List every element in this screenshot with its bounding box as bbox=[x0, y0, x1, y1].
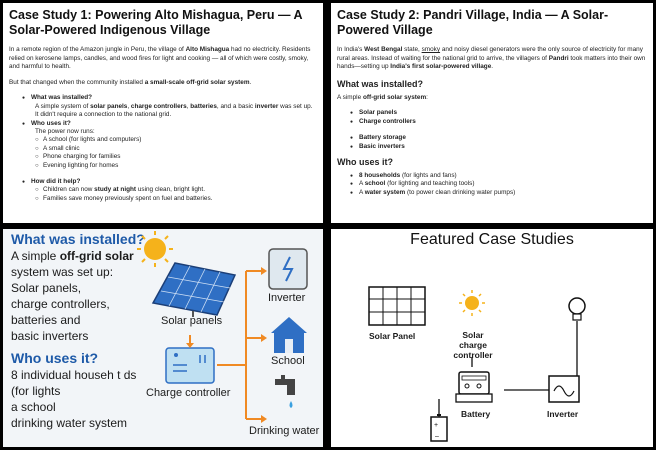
water-tap-icon bbox=[275, 375, 295, 408]
battery-label: Battery bbox=[461, 409, 491, 419]
list-item: A school (for lighting and teaching tool… bbox=[337, 180, 647, 189]
featured-title: Featured Case Studies bbox=[410, 231, 574, 248]
components-list: Solar panels Charge controllers Battery … bbox=[337, 109, 647, 151]
infographic-heading-2: Who uses it? bbox=[11, 350, 99, 366]
list-item: Basic inverters bbox=[337, 143, 647, 152]
inverter-label: Inverter bbox=[268, 292, 306, 304]
sun-icon bbox=[459, 290, 485, 316]
solar-panel-icon bbox=[368, 286, 426, 326]
list-item: What was installed? A simple system of s… bbox=[9, 94, 317, 119]
infographic-heading: What was installed? bbox=[11, 231, 145, 247]
lightbulb-icon bbox=[568, 297, 586, 321]
infographic-panel: What was installed? A simple off-grid so… bbox=[3, 229, 323, 447]
school-icon bbox=[271, 317, 307, 353]
drinking-water-label: Drinking water bbox=[249, 425, 320, 437]
list-item: Solar panels bbox=[337, 109, 647, 118]
solar-panel-label: Solar Panel bbox=[369, 331, 416, 341]
case-study-1-list: What was installed? A simple system of s… bbox=[9, 94, 317, 203]
infographic-graphics bbox=[137, 231, 308, 423]
case-study-1-panel: Case Study 1: Powering Alto Mishagua, Pe… bbox=[3, 3, 323, 223]
small-battery-icon: + – bbox=[430, 414, 448, 442]
section-heading: What was installed? bbox=[337, 78, 424, 89]
users-list: 8 households (for lights and fans) A sch… bbox=[337, 172, 647, 198]
list-item: How did it help? bbox=[9, 178, 317, 187]
list-item: A school (for lights and computers) bbox=[9, 136, 317, 145]
svg-text:+: + bbox=[434, 422, 438, 429]
list-item: 8 households (for lights and fans) bbox=[337, 172, 647, 181]
inverter-icon bbox=[268, 248, 308, 290]
case-study-1-title: Case Study 1: Powering Alto Mishagua, Pe… bbox=[9, 8, 303, 37]
school-label: School bbox=[271, 355, 305, 367]
list-item: Evening lighting for homes bbox=[9, 162, 317, 171]
list-item: Children can now study at night using cl… bbox=[9, 186, 317, 195]
battery-icon bbox=[455, 371, 493, 403]
list-item: Battery storage bbox=[337, 134, 647, 143]
case-study-1-intro: In a remote region of the Amazon jungle … bbox=[9, 46, 311, 71]
solar-panel-icon bbox=[151, 262, 237, 317]
case-study-2-panel: Case Study 2: Pandri Village, India — A … bbox=[331, 3, 653, 223]
svg-text:–: – bbox=[435, 433, 439, 440]
section-heading: Who uses it? bbox=[337, 157, 393, 167]
list-item: A small clinic bbox=[9, 145, 317, 154]
charge-controller-label: Charge controller bbox=[146, 387, 231, 399]
list-item: Phone charging for families bbox=[9, 153, 317, 162]
sun-icon bbox=[137, 231, 173, 267]
list-item: A water system (to power clean drinking … bbox=[337, 189, 647, 198]
list-item: Who uses it? The power now runs: bbox=[9, 120, 317, 137]
charge-controller-icon bbox=[165, 347, 215, 384]
inverter-icon bbox=[548, 375, 580, 403]
case-study-2-title: Case Study 2: Pandri Village, India — A … bbox=[337, 8, 609, 37]
list-item: Charge controllers bbox=[337, 118, 647, 127]
case-study-1-change: But that changed when the community inst… bbox=[9, 78, 252, 86]
inverter-label: Inverter bbox=[547, 409, 579, 419]
case-study-2-system: A simple off-grid solar system: bbox=[337, 93, 428, 101]
featured-case-studies-panel: Featured Case Studies bbox=[331, 229, 653, 447]
featured-diagram: + – bbox=[368, 286, 586, 442]
infographic-text: What was installed? A simple off-grid so… bbox=[11, 231, 161, 431]
solar-panels-label: Solar panels bbox=[161, 315, 223, 327]
flow-arrows-icon bbox=[189, 270, 261, 420]
case-study-2-intro: In India's West Bengal state, smoky and … bbox=[337, 46, 646, 71]
list-item: Families save money previously spent on … bbox=[9, 195, 317, 204]
